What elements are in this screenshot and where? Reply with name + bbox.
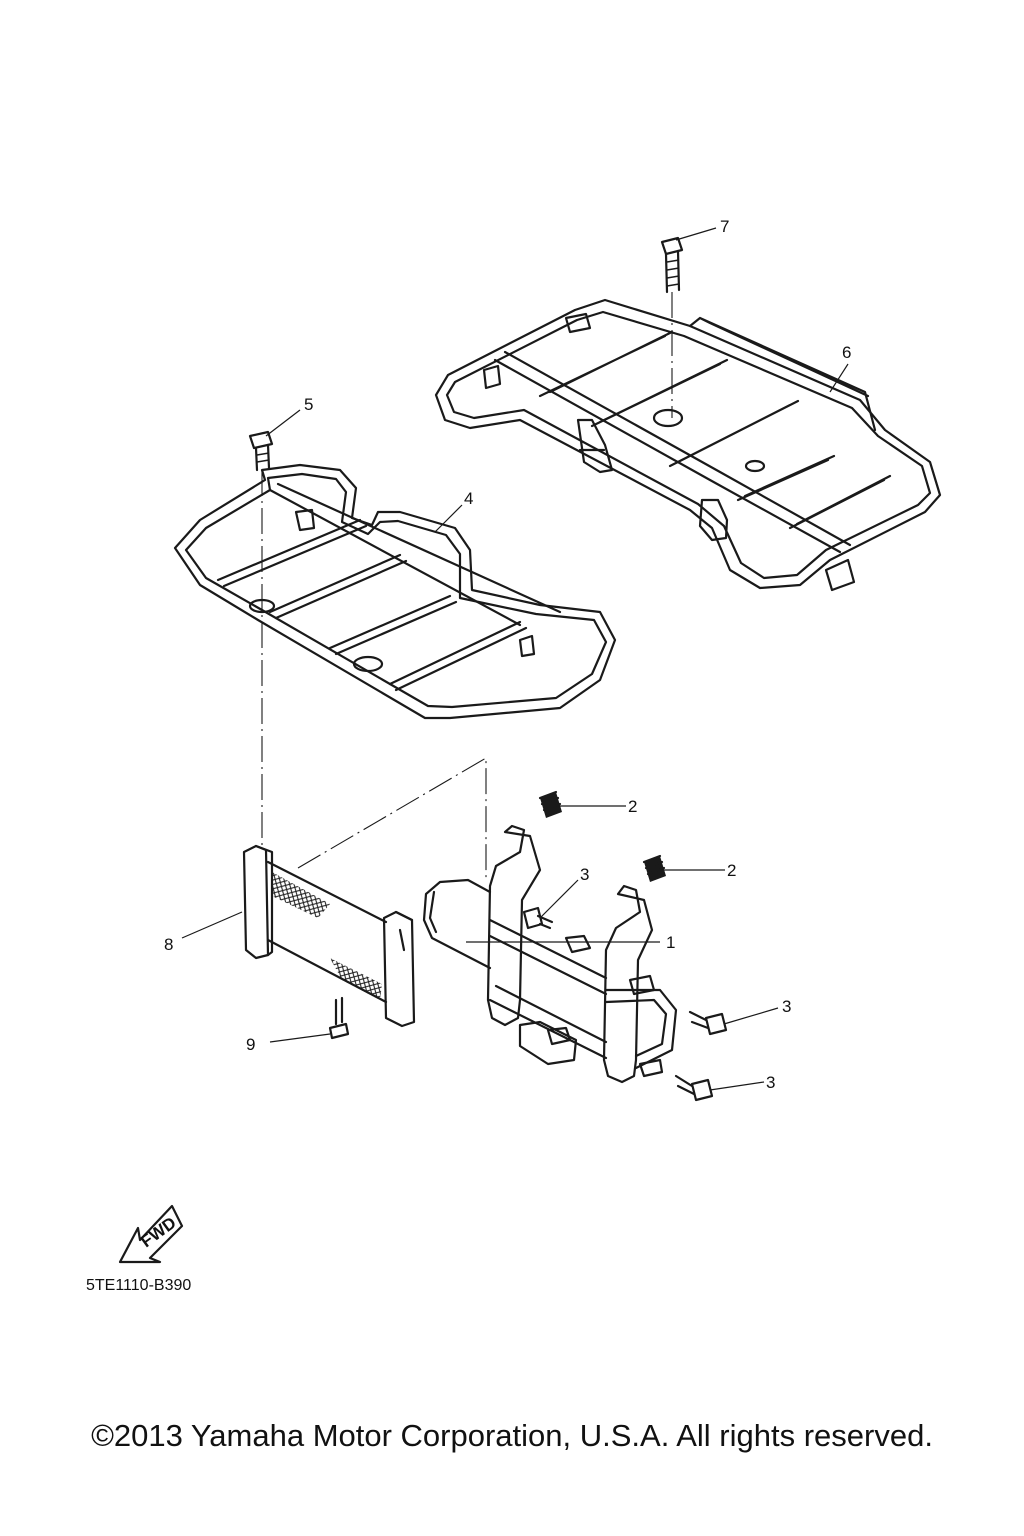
callout-2b: 2 — [727, 861, 736, 880]
rear-carrier-part-6 — [434, 298, 942, 592]
forward-direction-arrow-icon: FWD — [118, 1204, 184, 1264]
screw-part-9 — [328, 996, 350, 1040]
front-carrier-part-4 — [173, 463, 617, 720]
callout-3c: 3 — [766, 1073, 775, 1092]
bolt-part-7 — [660, 236, 684, 294]
grommet-part-2a — [538, 790, 562, 818]
callout-8: 8 — [164, 935, 173, 954]
callout-4: 4 — [464, 489, 473, 508]
front-bumper-part-1 — [422, 824, 678, 1084]
figure-code: 5TE1110-B390 — [86, 1277, 191, 1294]
callout-5: 5 — [304, 395, 313, 414]
grommet-part-2b — [642, 854, 666, 882]
storage-net-part-8 — [242, 844, 416, 1028]
callout-3b: 3 — [782, 997, 791, 1016]
callout-6: 6 — [842, 343, 851, 362]
callout-3a: 3 — [580, 865, 589, 884]
leader-lines — [181, 227, 849, 1091]
callout-7: 7 — [720, 217, 729, 236]
bolt-part-3b — [688, 1010, 728, 1036]
callout-2a: 2 — [628, 797, 637, 816]
callout-1: 1 — [666, 933, 675, 952]
bolt-part-3c — [674, 1074, 714, 1102]
bolt-part-5 — [248, 430, 274, 472]
copyright-notice: ©2013 Yamaha Motor Corporation, U.S.A. A… — [91, 1418, 933, 1453]
callout-9: 9 — [246, 1035, 255, 1054]
